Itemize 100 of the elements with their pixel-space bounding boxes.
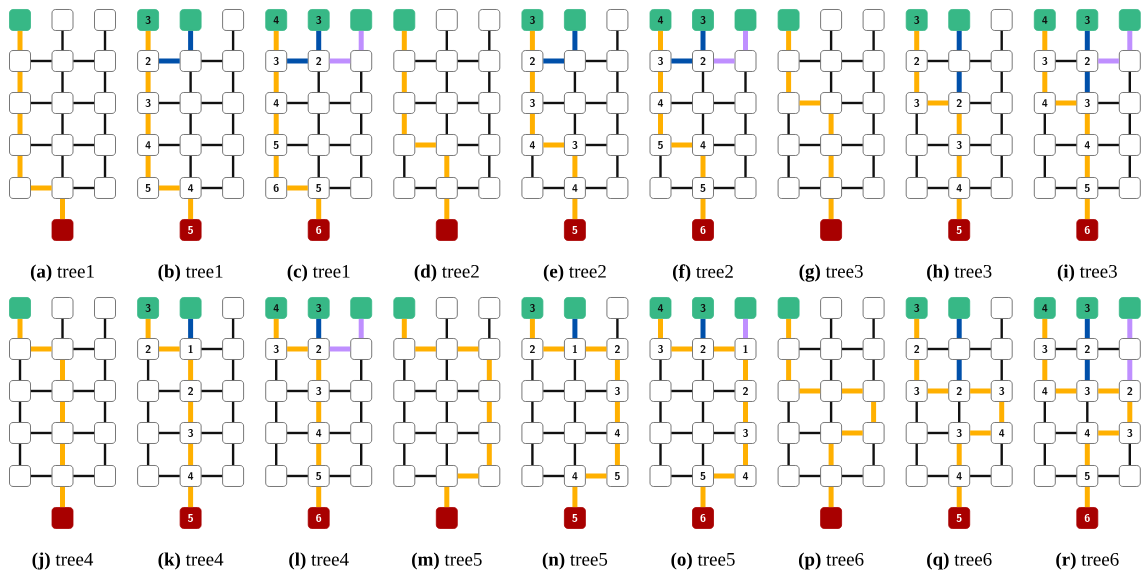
node-box [222, 134, 244, 156]
terminal-box [990, 297, 1013, 319]
connector-line [658, 318, 663, 339]
node-box: 5 [137, 177, 159, 199]
connector-line [585, 431, 607, 435]
connector-line [713, 346, 735, 352]
connector-line [970, 347, 991, 351]
connector-line [189, 113, 192, 135]
terminal-box: 4 [265, 297, 288, 319]
connector-line [700, 198, 706, 220]
node-box: 2 [137, 50, 159, 72]
connector-line [956, 486, 962, 508]
connector-line [1055, 474, 1077, 478]
connector-line [1055, 431, 1077, 435]
terminal-box [820, 9, 842, 31]
connector-line [585, 389, 607, 393]
terminal-box: 3 [905, 9, 928, 31]
connector-line [573, 113, 577, 135]
connector-line [403, 155, 406, 178]
node-box [905, 134, 928, 156]
connector-line [585, 59, 607, 63]
connector-line [1127, 30, 1133, 51]
connector-line [1084, 318, 1090, 339]
connector-line [415, 474, 436, 478]
terminal-box: 6 [1076, 219, 1099, 241]
connector-line [701, 401, 705, 423]
terminal-box [564, 297, 586, 319]
connector-line [60, 198, 65, 220]
connector-line [572, 198, 578, 220]
terminal-box: 6 [307, 507, 330, 529]
connector-line [573, 71, 577, 93]
connector-line [659, 155, 662, 178]
connector-line [1042, 71, 1048, 93]
terminal-box [990, 9, 1013, 31]
connector-line [914, 318, 920, 339]
connector-line [287, 58, 308, 64]
connector-line [360, 443, 363, 466]
connector-line [488, 318, 491, 339]
connector-line [329, 389, 351, 393]
connector-line [671, 389, 693, 393]
connector-line [201, 431, 223, 435]
connector-line [956, 198, 962, 220]
connector-line [457, 431, 479, 435]
node-box: 3 [649, 50, 672, 72]
node-box: 6 [265, 177, 288, 199]
connector-line [573, 401, 577, 423]
connector-line [799, 431, 821, 435]
node-box [94, 422, 116, 444]
node-box [692, 92, 714, 114]
node-box: 4 [265, 92, 288, 114]
terminal-box [435, 297, 458, 319]
connector-line [842, 143, 863, 147]
connector-line [329, 101, 351, 105]
node-box: 4 [1033, 92, 1056, 114]
node-box [1033, 465, 1056, 487]
connector-line [1043, 401, 1046, 423]
connector-line [956, 359, 962, 381]
connector-line [543, 474, 564, 478]
connector-line [17, 71, 23, 93]
connector-line [403, 359, 406, 381]
connector-line [614, 359, 620, 381]
connector-line [61, 113, 64, 135]
connector-line [60, 486, 65, 508]
connector-line [73, 431, 95, 435]
connector-line [701, 71, 705, 93]
connector-line [457, 59, 479, 63]
connector-line [273, 155, 279, 178]
connector-line [828, 443, 834, 466]
node-box: 3 [1033, 338, 1056, 360]
node-box [649, 422, 672, 444]
node-box [9, 177, 31, 199]
connector-line [529, 113, 535, 135]
connector-line [915, 401, 918, 423]
node-box [521, 422, 544, 444]
connector-line [287, 346, 308, 352]
connector-line [60, 443, 65, 466]
node-box [51, 134, 74, 156]
node-box: 1 [564, 338, 586, 360]
connector-line [1000, 71, 1003, 93]
node-box [905, 422, 928, 444]
node-box [350, 92, 373, 114]
connector-line [457, 389, 479, 393]
node-box: 5 [1076, 465, 1099, 487]
node-box [435, 465, 458, 487]
connector-line [30, 346, 52, 352]
node-box [1118, 92, 1141, 114]
node-box [478, 50, 501, 72]
connector-line [842, 347, 863, 351]
connector-line [585, 101, 607, 105]
connector-line [1000, 443, 1003, 466]
connector-line [787, 155, 790, 178]
node-box [990, 92, 1013, 114]
connector-line [829, 318, 833, 339]
connector-line [743, 30, 748, 51]
connector-line [956, 318, 962, 339]
node-box: 2 [521, 338, 544, 360]
node-box [478, 134, 501, 156]
connector-line [787, 113, 790, 135]
node-box [777, 92, 800, 114]
connector-line [970, 474, 991, 478]
